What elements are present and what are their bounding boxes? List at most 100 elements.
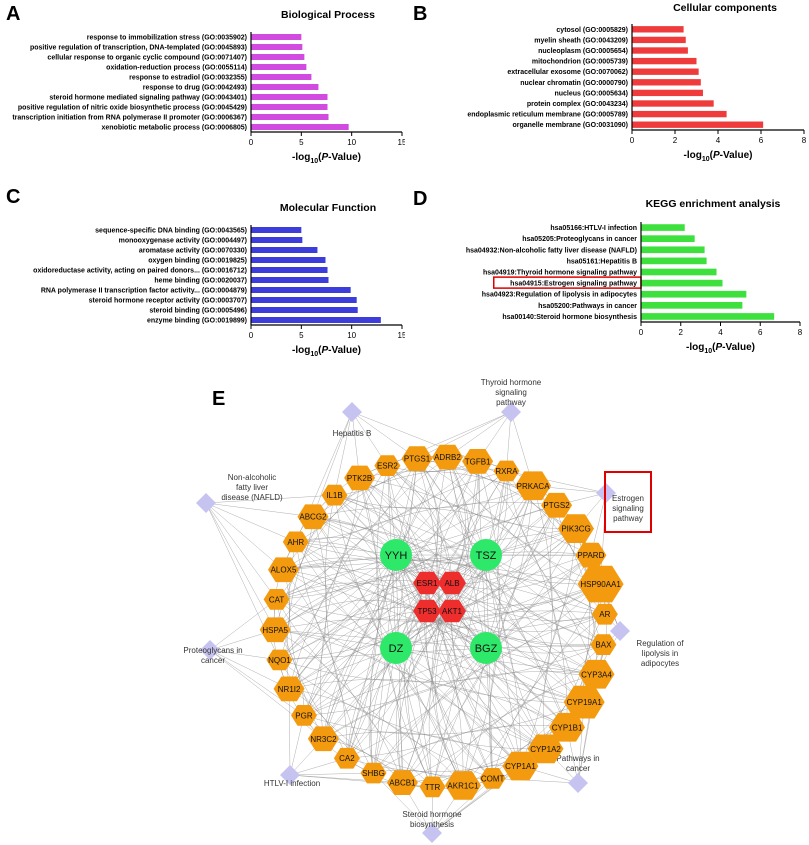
pathway-label: Non-alcoholic bbox=[228, 473, 276, 482]
pathway-label: adipocytes bbox=[641, 659, 679, 668]
edge bbox=[303, 647, 397, 716]
target-node bbox=[321, 484, 348, 506]
pathway-label: Thyroid hormone bbox=[481, 378, 542, 387]
target-node bbox=[333, 747, 360, 769]
edge bbox=[359, 477, 397, 649]
target-label: CYP1B1 bbox=[552, 723, 583, 732]
category-label: monooxygenase activity (GO:0004497) bbox=[119, 238, 247, 245]
bar bbox=[632, 26, 684, 33]
pathway-label: pathway bbox=[613, 514, 643, 523]
edge bbox=[425, 610, 493, 779]
bar bbox=[641, 235, 695, 242]
edge bbox=[485, 554, 604, 645]
target-node bbox=[575, 542, 607, 568]
pathway-label: lipolysis in bbox=[642, 649, 678, 658]
edge bbox=[451, 610, 605, 632]
category-label: response to estradiol (GO:0032355) bbox=[129, 75, 247, 82]
edge bbox=[447, 457, 601, 585]
target-node bbox=[268, 557, 299, 583]
target-label: COMT bbox=[481, 774, 505, 783]
edge bbox=[451, 582, 605, 622]
x-tick-label: 10 bbox=[347, 138, 356, 147]
bar bbox=[251, 257, 326, 263]
bar bbox=[251, 297, 357, 303]
target-node bbox=[432, 444, 463, 470]
target-node bbox=[386, 770, 418, 795]
x-axis-label: -log10(P-Value) bbox=[686, 342, 755, 355]
pathway-label: Regulation of bbox=[636, 639, 684, 648]
category-label: hsa04915:Estrogen signaling pathway bbox=[510, 281, 637, 288]
bar bbox=[251, 227, 302, 233]
edge bbox=[432, 674, 597, 787]
edge bbox=[395, 647, 433, 787]
target-node bbox=[558, 514, 594, 543]
category-label: extracellular exosome (GO:0070062) bbox=[507, 69, 628, 76]
target-label: CYP3A4 bbox=[581, 670, 612, 679]
x-tick-label: 0 bbox=[639, 328, 644, 337]
category-label: hsa05200:Pathways in cancer bbox=[538, 303, 637, 310]
target-node bbox=[578, 659, 615, 689]
pathway-label: signaling bbox=[612, 504, 644, 513]
edge bbox=[205, 502, 277, 600]
target-label: CYP19A1 bbox=[567, 698, 603, 707]
target-label: CAT bbox=[269, 595, 285, 604]
edge bbox=[334, 485, 534, 509]
target-label: AKR1C1 bbox=[447, 781, 479, 790]
target-label: HSP90AA1 bbox=[580, 580, 621, 589]
edge bbox=[323, 671, 597, 740]
edge bbox=[359, 477, 428, 584]
bar bbox=[632, 79, 701, 86]
edge bbox=[395, 613, 605, 649]
pathway-label: cancer bbox=[566, 764, 590, 773]
edge bbox=[209, 649, 305, 716]
panel-letter: C bbox=[6, 186, 20, 208]
x-tick-label: 6 bbox=[758, 328, 763, 337]
edge bbox=[205, 502, 313, 517]
bar bbox=[251, 307, 358, 313]
edge bbox=[485, 647, 568, 728]
target-node bbox=[266, 649, 293, 671]
edge bbox=[303, 458, 418, 716]
x-axis-label: -log10(P-Value) bbox=[684, 150, 753, 163]
edge bbox=[312, 516, 597, 675]
edge bbox=[295, 541, 546, 750]
category-label: RNA polymerase II transcription factor a… bbox=[41, 288, 247, 295]
edge bbox=[312, 516, 397, 649]
target-label: SHBG bbox=[362, 769, 385, 778]
target-node bbox=[344, 465, 376, 491]
edge bbox=[451, 470, 507, 584]
pathway-node bbox=[196, 493, 216, 513]
bar bbox=[641, 279, 723, 287]
edge bbox=[288, 504, 557, 689]
edge bbox=[283, 569, 348, 759]
category-label: aromatase activity (GO:0070330) bbox=[139, 248, 247, 255]
target-label: TGFB1 bbox=[465, 457, 491, 466]
edge bbox=[451, 610, 597, 675]
edge bbox=[416, 458, 521, 767]
target-label: PGR bbox=[295, 711, 313, 720]
category-label: heme binding (GO:0020037) bbox=[154, 278, 247, 285]
category-label: oxidoreductase activity, acting on paire… bbox=[33, 268, 247, 275]
edge bbox=[274, 629, 305, 716]
target-node bbox=[462, 449, 494, 474]
herb-label: YYH bbox=[385, 550, 408, 562]
edge bbox=[289, 774, 403, 783]
category-label: steroid binding (GO:0005496) bbox=[149, 308, 247, 315]
bar bbox=[632, 121, 764, 128]
herb-label: DZ bbox=[389, 643, 404, 655]
edge bbox=[279, 477, 360, 661]
bar bbox=[251, 64, 307, 70]
core-target-label: TP53 bbox=[417, 607, 437, 616]
target-label: HSPA5 bbox=[262, 626, 288, 635]
target-node bbox=[263, 589, 290, 610]
pathway-node bbox=[280, 765, 300, 785]
edge bbox=[295, 541, 397, 649]
pathway-label: Proteoglycans in bbox=[183, 646, 242, 655]
pathway-label: disease (NAFLD) bbox=[221, 493, 283, 502]
x-axis-label: -log10(P-Value) bbox=[292, 152, 361, 165]
core-target-node bbox=[438, 599, 466, 623]
